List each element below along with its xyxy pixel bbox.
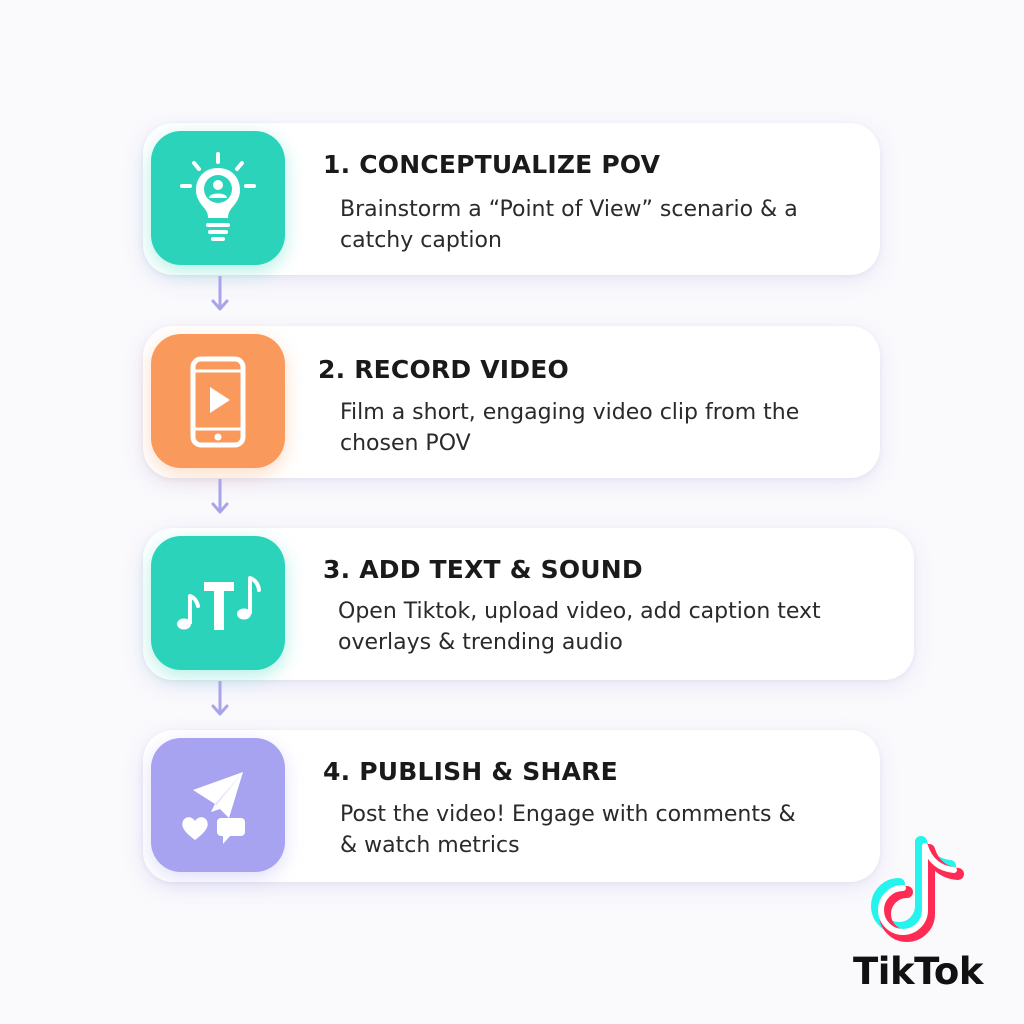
step-icon-tile-4 <box>151 738 285 872</box>
step-icon-tile-1 <box>151 131 285 265</box>
tiktok-wordmark: TikTok <box>853 950 983 993</box>
connector-arrow-2 <box>211 479 229 514</box>
paper-plane-heart-chat-icon <box>182 772 245 844</box>
step-description-3: Open Tiktok, upload video, add caption t… <box>338 599 821 655</box>
lightbulb-person-icon <box>180 152 256 241</box>
step-title-1: 1. CONCEPTUALIZE POV <box>323 150 661 179</box>
step-description-4: Post the video! Engage with comments & &… <box>340 802 796 858</box>
step-title-2: 2. RECORD VIDEO <box>318 355 569 384</box>
text-music-icon <box>177 576 261 630</box>
step-title-4: 4. PUBLISH & SHARE <box>323 757 618 786</box>
tiktok-note-icon <box>871 836 964 942</box>
step-description-2: Film a short, engaging video clip from t… <box>340 400 800 456</box>
step-icon-tile-3 <box>151 536 285 670</box>
phone-play-icon <box>190 356 246 448</box>
step-title-3: 3. ADD TEXT & SOUND <box>323 555 643 584</box>
connector-arrow-1 <box>211 276 229 311</box>
tiktok-logo: TikTok <box>838 836 998 1006</box>
step-description-1: Brainstorm a “Point of View” scenario & … <box>340 197 798 253</box>
step-icon-tile-2 <box>151 334 285 468</box>
connector-arrow-3 <box>211 681 229 716</box>
